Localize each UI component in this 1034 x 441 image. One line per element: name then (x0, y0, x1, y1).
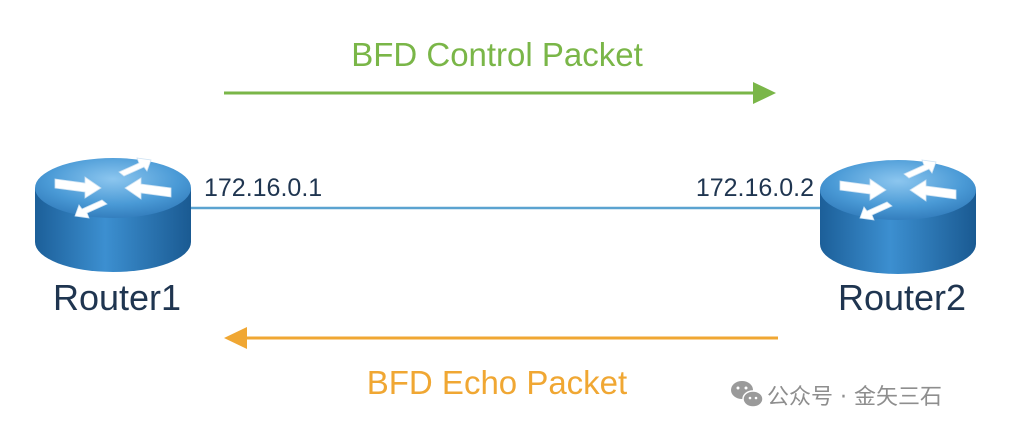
echo-packet-arrow (224, 327, 778, 349)
echo-packet-label: BFD Echo Packet (367, 364, 627, 401)
wechat-icon (731, 381, 764, 408)
router1-label: Router1 (53, 277, 181, 318)
router2-label: Router2 (838, 277, 966, 318)
router2-ip: 172.16.0.2 (696, 174, 814, 202)
router1-icon (35, 157, 191, 272)
router1-ip: 172.16.0.1 (204, 174, 322, 202)
router2-icon (820, 159, 976, 274)
control-packet-label: BFD Control Packet (351, 36, 643, 73)
watermark-text: 公众号 · 金矢三石 (767, 385, 942, 410)
control-packet-arrow (224, 82, 776, 104)
